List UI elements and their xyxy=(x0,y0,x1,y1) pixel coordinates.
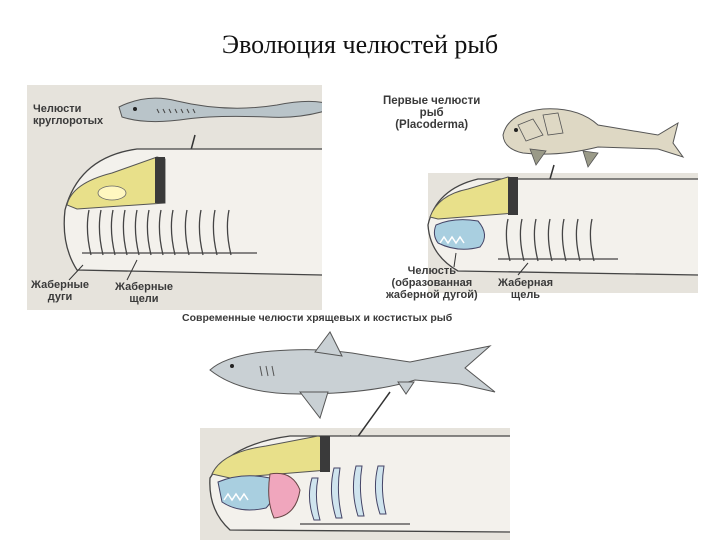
label-cyclostome-jaws: Челюсти круглоротых xyxy=(33,103,103,127)
head-outline xyxy=(63,148,322,276)
placoderm-body xyxy=(502,108,685,158)
shark-eye xyxy=(230,364,234,368)
hyoid-pink xyxy=(268,472,301,519)
shark-body xyxy=(209,345,496,395)
label-line: круглоротых xyxy=(33,115,104,127)
label-line: рыб xyxy=(419,107,444,119)
shark-pectoral-fin xyxy=(298,391,329,420)
jaw-blue xyxy=(217,475,274,511)
panel-cyclostomes: Челюсти круглоротых Жаберные дуги Жаберн… xyxy=(27,85,322,310)
shark-dorsal-fin xyxy=(314,331,343,357)
label-gill-slits: Жаберные щели xyxy=(115,281,173,305)
panel-modern: Современные челюсти хрящевых и костистых… xyxy=(170,310,510,540)
label-line: Челюсть xyxy=(407,265,457,277)
label-line: Жаберные xyxy=(115,281,173,293)
gill-arches xyxy=(82,209,257,256)
label-line: жаберной дугой) xyxy=(386,289,478,301)
notochord xyxy=(508,177,518,215)
gill-arches xyxy=(308,465,387,521)
label-line: Первые челюсти xyxy=(383,95,481,107)
modern-illustration xyxy=(200,331,510,540)
lamprey-body xyxy=(118,97,322,123)
cyclostome-illustration xyxy=(27,85,322,310)
label-gill-slit: Жаберная щель xyxy=(498,277,553,301)
notochord xyxy=(155,157,165,203)
label-modern-title: Современные челюсти хрящевых и костистых… xyxy=(182,312,453,324)
label-line: (образованная xyxy=(391,277,473,289)
panel-placoderms: Первые челюсти рыб (Placoderma) Челюсть … xyxy=(358,85,698,310)
lamprey-eye xyxy=(133,107,137,111)
gill-arches xyxy=(498,218,618,262)
label-gill-arches: Жаберные дуги xyxy=(31,279,89,303)
label-line: Челюсти xyxy=(33,103,82,115)
label-line: щели xyxy=(129,293,159,305)
label-line: (Placoderma) xyxy=(395,119,469,131)
label-line: Жаберные xyxy=(31,279,89,291)
notochord xyxy=(320,436,330,472)
label-placoderm-jaw: Челюсть (образованная жаберной дугой) xyxy=(386,265,478,301)
label-line: дуги xyxy=(47,291,73,303)
label-line: Жаберная xyxy=(498,277,554,289)
page-title: Эволюция челюстей рыб xyxy=(221,30,499,59)
placoderm-illustration xyxy=(358,85,698,310)
jaw-blue xyxy=(433,219,485,250)
label-line: щель xyxy=(510,289,541,301)
label-placoderm-title: Первые челюсти рыб (Placoderma) xyxy=(383,95,480,131)
